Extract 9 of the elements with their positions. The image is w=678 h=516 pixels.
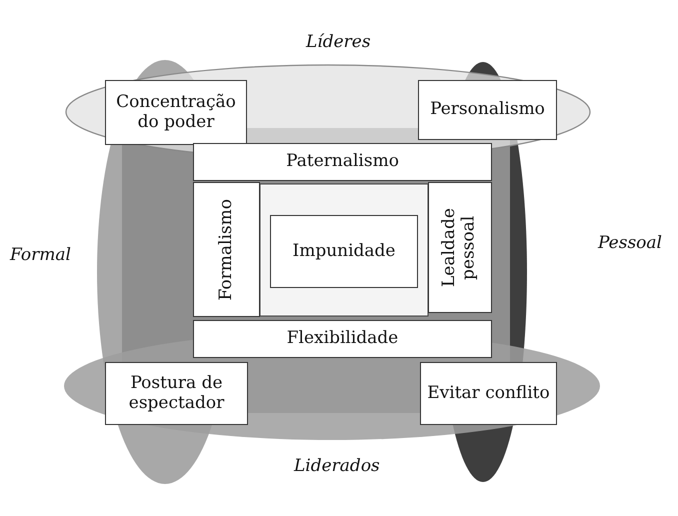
text-box: Paternalismo [193, 143, 492, 181]
text-box: Formalismo [193, 182, 260, 317]
text-box: Flexibilidade [193, 320, 492, 358]
group-label: Formal [10, 245, 71, 265]
text-box: Impunidade [270, 215, 418, 288]
text-box: Lealdade pessoal [428, 182, 492, 313]
group-label: Liderados [294, 456, 380, 476]
group-label: Pessoal [598, 233, 662, 253]
group-label: Líderes [306, 32, 371, 52]
